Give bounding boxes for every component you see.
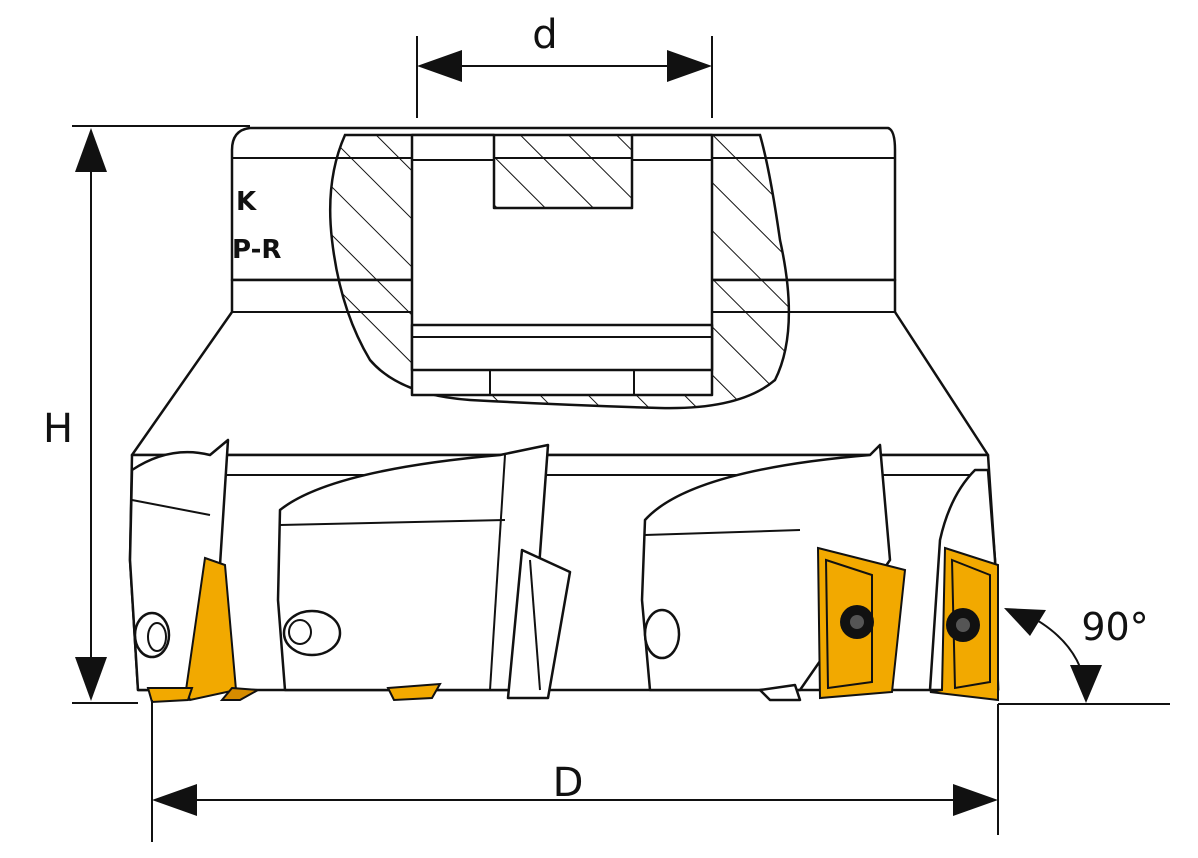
flute-right-edge [644, 529, 801, 536]
flute-middle-face [489, 454, 506, 691]
dimension-D: D [151, 700, 999, 842]
insert-2 [386, 682, 442, 702]
insert-1-tip [146, 687, 194, 704]
section-cutaway [328, 133, 791, 410]
screw-hole-2 [282, 609, 342, 657]
marking-k: K [236, 187, 257, 217]
dimension-arrow [417, 50, 462, 82]
angle-arc-arrow [1004, 608, 1046, 636]
screw-hole-1 [133, 611, 171, 659]
insert-3-white [506, 548, 572, 700]
flute-left-edge [131, 499, 211, 516]
angle-arc-arrow [1070, 665, 1102, 703]
body-markings: K P-R [232, 187, 281, 265]
dimension-d: d [416, 12, 713, 118]
marking-pr: P-R [232, 235, 281, 265]
insert-1 [184, 556, 238, 702]
dimension-arrow [667, 50, 712, 82]
label-angle: 90° [1081, 605, 1148, 649]
dimension-arrow [152, 784, 197, 816]
bore-groove [410, 323, 714, 372]
label-h: H [43, 406, 73, 452]
flute-middle-edge [279, 519, 506, 526]
dimension-arrow [953, 784, 998, 816]
screw-holes [133, 608, 681, 660]
dimension-arrow [75, 128, 107, 172]
flute-middle [276, 443, 550, 692]
label-D: D [553, 760, 584, 806]
dimension-h: H [43, 125, 250, 704]
angle-90: 90° [998, 605, 1170, 705]
label-d: d [532, 12, 557, 58]
chip-bit [758, 683, 802, 702]
inserts [146, 546, 999, 704]
dimension-arrow [75, 657, 107, 701]
screw-hole-3 [643, 608, 681, 660]
